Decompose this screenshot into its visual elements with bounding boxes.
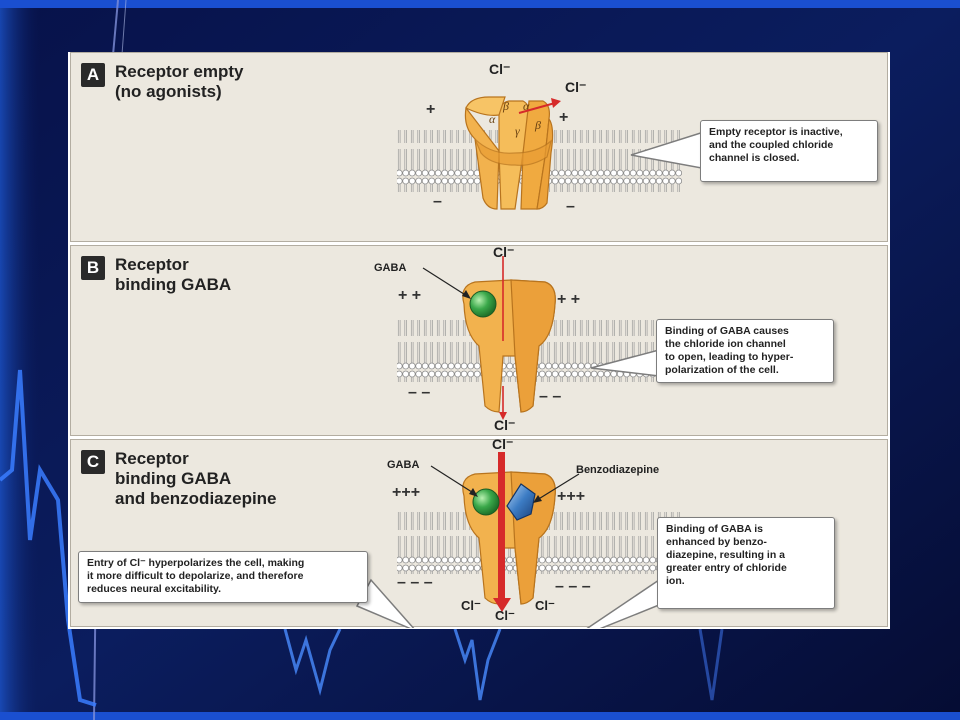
charge-outside-right: + + (557, 291, 581, 308)
chloride-flow-arrowhead (493, 598, 511, 612)
subunit-gamma: γ (515, 124, 520, 138)
gaba-receptor-figure: A Receptor empty (no agonists) (68, 52, 890, 629)
panel-a-title: Receptor empty (no agonists) (115, 62, 244, 101)
chloride-label-right: Cl⁻ (565, 79, 587, 95)
gaba-pointer-line (430, 465, 476, 495)
pulse-line-left (0, 369, 97, 707)
blocked-chloride-arrow (518, 102, 556, 114)
bottom-border (0, 712, 960, 720)
chloride-flow-arrowhead (499, 412, 507, 420)
subunit-alpha-2: α (523, 99, 530, 113)
benzo-pointer-line (536, 473, 580, 501)
panel-a-badge: A (81, 63, 105, 87)
blocked-chloride-arrowhead (551, 98, 561, 108)
chloride-label-bottom-left: Cl⁻ (461, 598, 481, 613)
panel-c-badge: C (81, 450, 105, 474)
chloride-label-bottom-right: Cl⁻ (535, 598, 555, 613)
panel-b: B Receptor binding GABA (70, 244, 888, 436)
charge-outside-left: + (426, 101, 436, 118)
charge-outside-right: +++ (557, 488, 586, 505)
panel-b-badge: B (81, 256, 105, 280)
chloride-label-top: Cl⁻ (493, 244, 515, 260)
gaba-label: GABA (387, 459, 420, 471)
charge-outside-left: +++ (392, 484, 421, 501)
gaba-pointer-arrowhead (469, 488, 478, 497)
top-border (0, 0, 960, 8)
charge-inside-right: – (566, 198, 575, 215)
benzodiazepine-label: Benzodiazepine (576, 464, 660, 476)
benzo-pointer-arrowhead (533, 495, 542, 503)
charge-inside-left: – – – (397, 574, 433, 591)
panel-c-diagram (355, 452, 682, 628)
charge-outside-left: + + (398, 287, 422, 304)
panel-b-diagram (397, 256, 682, 420)
gaba-pointer-arrowhead (462, 290, 471, 299)
panel-c: C Receptor binding GABA and benzodiazepi… (70, 436, 888, 628)
gaba-label: GABA (374, 262, 407, 274)
subunit-beta-1: β (502, 99, 509, 113)
chloride-label-bottom-center: Cl⁻ (495, 608, 515, 623)
gaba-molecule (472, 488, 500, 516)
panel-c-title: Receptor binding GABA and benzodiazepine (115, 449, 277, 508)
panel-a: A Receptor empty (no agonists) (70, 52, 888, 242)
charge-inside-right: – – – (555, 578, 591, 595)
charge-inside-right: – – (539, 388, 562, 405)
subunit-alpha-1: α (489, 112, 496, 126)
chloride-label-top: Cl⁻ (492, 436, 514, 452)
benzodiazepine-molecule (506, 483, 536, 521)
subunit-beta-2: β (534, 118, 541, 132)
gaba-pointer-line (422, 267, 468, 297)
callout-hyperpolarization: Entry of Cl⁻ hyperpolarizes the cell, ma… (78, 551, 368, 603)
charge-outside-right: + (559, 109, 569, 126)
callout-empty-receptor: Empty receptor is inactive, and the coup… (700, 120, 878, 182)
panel-b-title: Receptor binding GABA (115, 255, 232, 294)
pulse-line-bottom-3 (698, 628, 724, 701)
charge-inside-left: – (433, 193, 442, 210)
panel-a-diagram: α β α γ β (397, 96, 708, 210)
pulse-line-bottom (283, 628, 342, 696)
chloride-label-bottom: Cl⁻ (494, 417, 516, 433)
callout-gaba-binding: Binding of GABA causes the chloride ion … (656, 319, 834, 383)
charge-inside-left: – – (408, 384, 431, 401)
chloride-label-top: Cl⁻ (489, 61, 511, 77)
gaba-molecule (469, 290, 497, 318)
chloride-flow-bar (498, 452, 505, 602)
pulse-line-bottom-2 (453, 628, 502, 701)
gaba-receptor (464, 96, 554, 210)
callout-benzodiazepine: Binding of GABA is enhanced by benzo- di… (657, 517, 835, 609)
